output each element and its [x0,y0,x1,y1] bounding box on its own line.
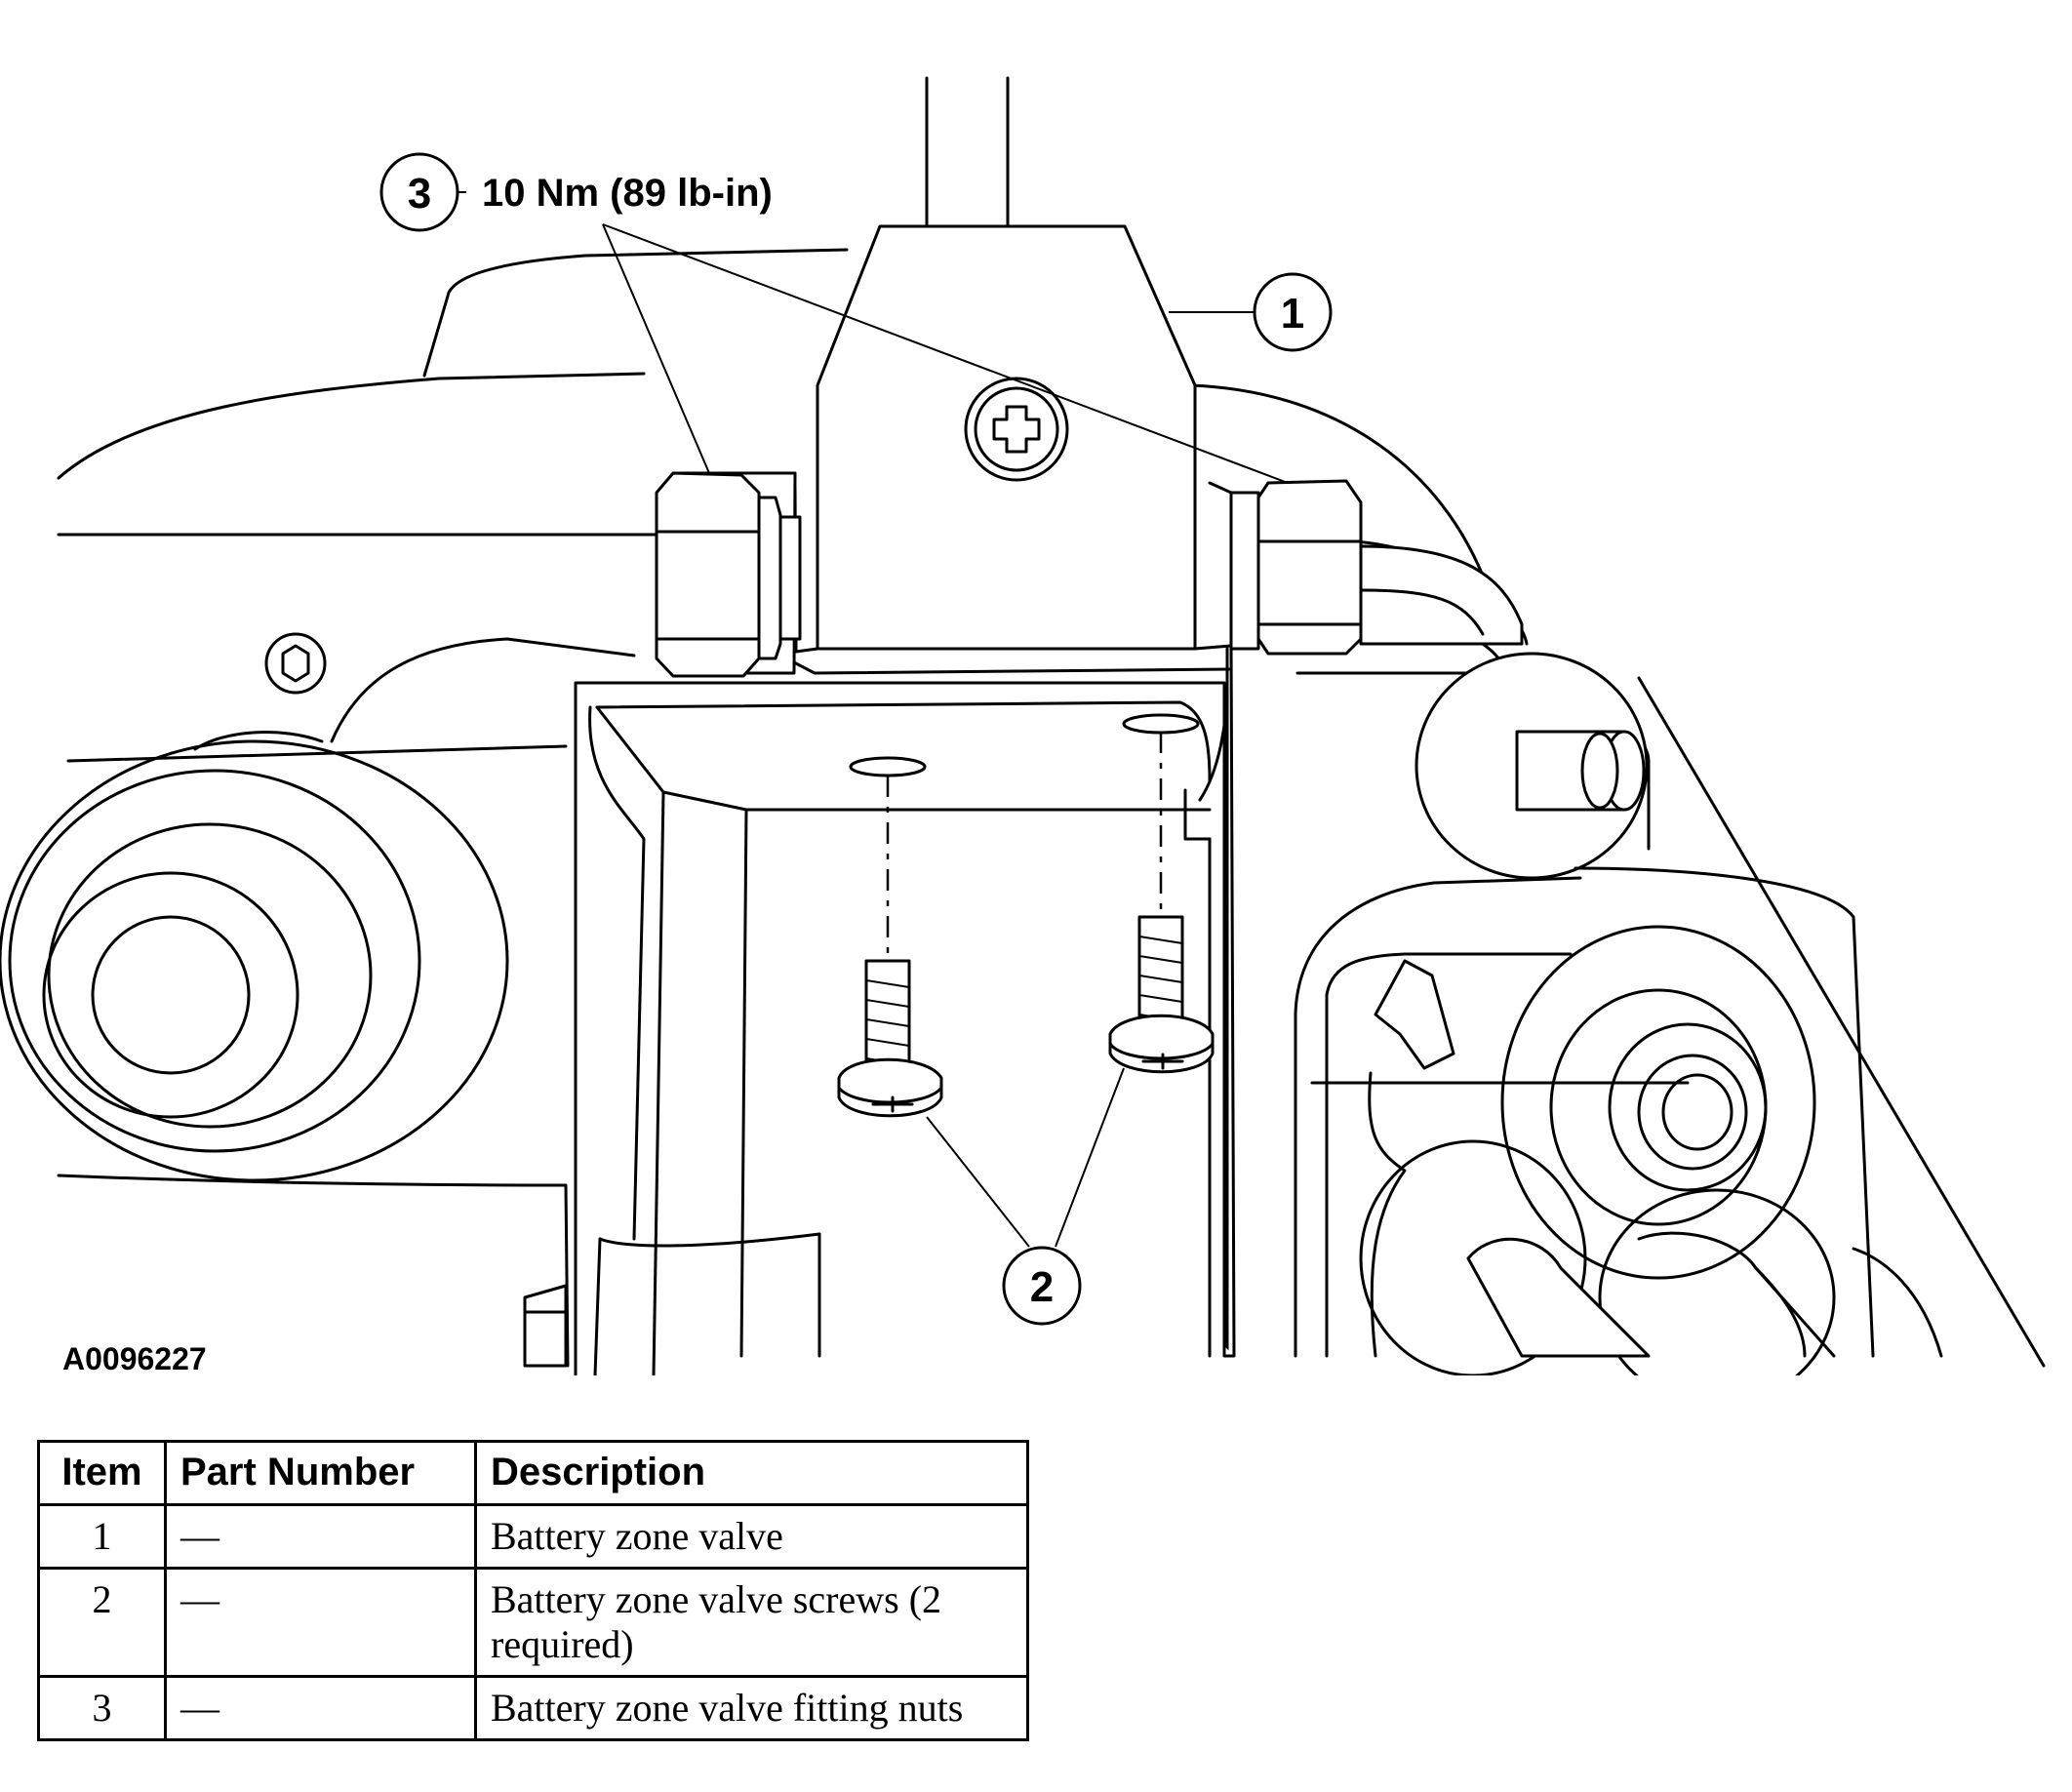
right-mechanism [1225,647,1943,1375]
header-item: Item [37,1440,167,1506]
table-row: 3 — Battery zone valve fitting nuts [37,1675,1029,1741]
row-item: 1 [37,1503,167,1570]
row-description: Battery zone valve [474,1503,1029,1570]
table-row: 1 — Battery zone valve [37,1503,1029,1570]
torque-spec: 10 Nm (89 lb-in) [482,172,773,215]
callout-3-torque: 3 10 Nm (89 lb-in) [379,152,773,232]
callout-1-circle [1253,272,1333,352]
callout-2-circle [1002,1246,1082,1326]
callout-2-number: 2 [1030,1263,1054,1311]
left-pulley [0,739,509,1182]
table-header-row: Item Part Number Description [37,1440,1029,1506]
battery-zone-valve [790,224,1233,675]
figure-id: A0096227 [62,1341,207,1375]
table-row: 2 — Battery zone valve screws (2 require… [37,1567,1029,1678]
callout-3-number: 3 [408,170,431,218]
row-item: 3 [37,1675,167,1741]
leader-lines [602,223,1289,1248]
callout-1-number: 1 [1281,290,1304,338]
row-part-number: — [164,1503,477,1570]
valve-screw-left [837,959,943,1118]
hex-plug [264,632,327,695]
row-description: Battery zone valve screws (2 required) [474,1567,1029,1678]
header-part-number: Part Number [164,1440,477,1506]
callout-1: 1 [1253,272,1333,352]
exploded-view-diagram: 3 10 Nm (89 lb-in) 1 2 A0096227 [0,76,2046,1375]
parts-table: Item Part Number Description 1 — Battery… [37,1440,1029,1741]
row-description: Battery zone valve fitting nuts [474,1675,1029,1741]
left-fitting-nut [655,471,802,678]
header-description: Description [474,1440,1029,1506]
right-fitting-nut [1208,479,1524,656]
screw-centerlines [886,732,1163,961]
row-part-number: — [164,1567,477,1678]
row-part-number: — [164,1675,477,1741]
valve-screw-right [1108,915,1215,1074]
row-item: 2 [37,1567,167,1678]
callout-2: 2 [1002,1246,1082,1326]
valve-tubes [925,76,1010,226]
